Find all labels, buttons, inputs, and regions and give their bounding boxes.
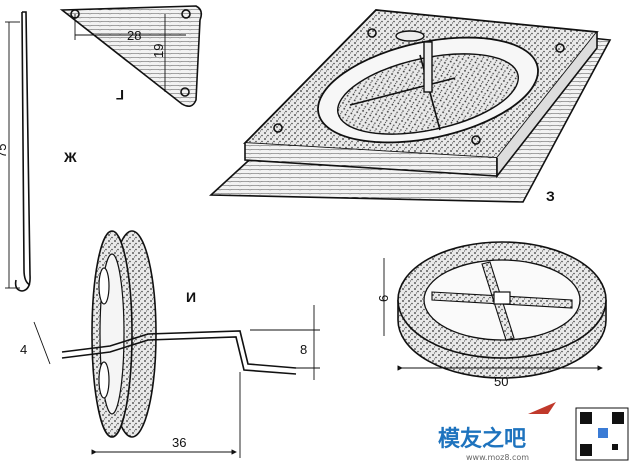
plate-outline (59, 5, 203, 108)
plate-width-label: 28 (127, 28, 141, 43)
watermark-url: www.moz8.com (466, 453, 529, 462)
turntable-spoke-1 (349, 77, 456, 106)
plate-part: 28 19 Г (59, 5, 203, 108)
center-pin-head (395, 30, 425, 42)
base-upper-side (496, 32, 598, 179)
watermark-brand: 模友之吧 (438, 426, 526, 452)
rod-inner (21, 11, 31, 286)
pin-dim-label: 4 (20, 342, 27, 357)
axle-wheel-part: 36 4 8 И (20, 230, 320, 458)
pin-dim-line (33, 321, 51, 365)
axle-length-label: 36 (172, 435, 186, 450)
center-pin (423, 41, 433, 93)
flat-wheel-hub (493, 291, 511, 305)
base-screw-1 (273, 123, 283, 133)
plate-hole-3 (180, 87, 190, 97)
rod-length-label: 75 (0, 144, 9, 158)
axle-wheel-part-label: И (186, 289, 196, 305)
base-part-label: З (546, 188, 555, 204)
crank-axle-lower (61, 336, 297, 375)
flat-wheel-diameter-label: 50 (494, 374, 508, 389)
crank-axle (61, 330, 297, 369)
plate-hole-2 (181, 9, 191, 19)
base-part: З (208, 9, 612, 204)
base-screw-4 (471, 135, 481, 145)
plate-part-label: Г (116, 87, 124, 103)
rod-outline (14, 11, 31, 292)
rod-part-label: Ж (63, 149, 77, 165)
offset-dim-label: 8 (300, 342, 307, 357)
watermark: 模友之吧 www.moz8.com (438, 402, 629, 462)
flat-wheel-thickness-label: 6 (376, 295, 391, 302)
base-screw-2 (367, 28, 377, 38)
axle-wheel-window-2 (98, 361, 110, 399)
watermark-plane-icon (528, 402, 556, 414)
flat-wheel-part: 6 50 (376, 241, 607, 389)
plate-height-label: 19 (151, 44, 166, 58)
axle-wheel-window-1 (98, 267, 110, 305)
base-screw-3 (555, 43, 565, 53)
rod-part: 75 Ж (0, 11, 77, 292)
